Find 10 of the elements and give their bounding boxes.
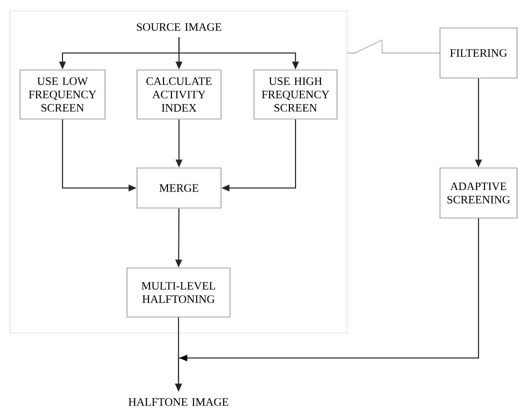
bare-label: HALFTONE IMAGE — [128, 398, 228, 406]
bare-label: SOURCE IMAGE — [136, 23, 222, 31]
process-box: FILTERING — [440, 28, 518, 78]
process-box: USE HIGH FREQUENCY SCREEN — [254, 70, 338, 120]
process-box: USE LOW FREQUENCY SCREEN — [20, 70, 106, 120]
process-box: CALCULATE ACTIVITY INDEX — [136, 70, 222, 120]
process-box: MULTI-LEVEL HALFTONING — [126, 268, 230, 318]
process-box: MERGE — [136, 168, 222, 208]
dashed-group-frame — [10, 10, 348, 334]
process-box: ADAPTIVE SCREENING — [440, 168, 518, 218]
